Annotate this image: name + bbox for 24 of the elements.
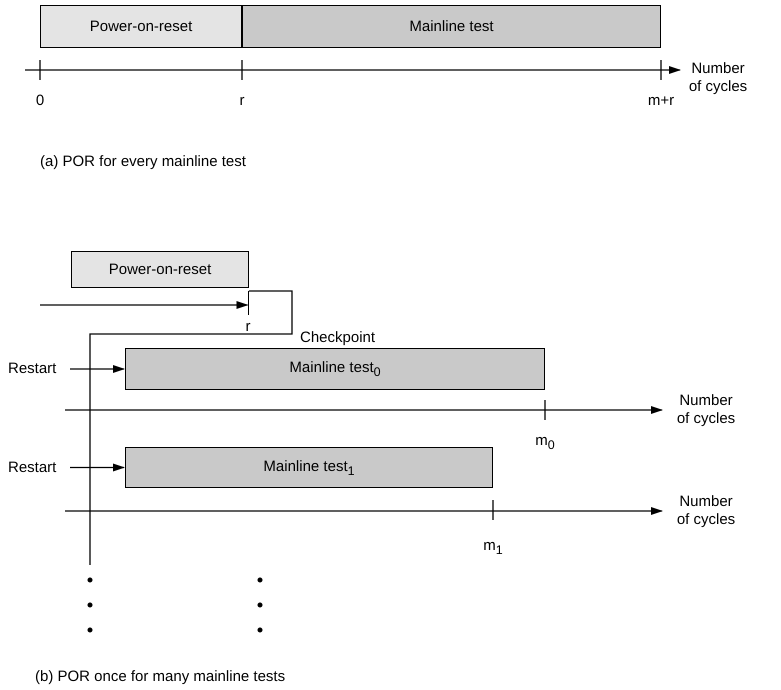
process-bar: Power-on-reset [71,251,249,288]
arrow [70,365,125,373]
edge-label: Checkpoint [300,329,376,347]
caption: (a) POR for every mainline test [40,153,246,171]
tick-label: m+r [648,92,674,110]
arrow [70,464,125,472]
arrow [40,301,248,309]
process-bar: Mainline test$_{1}$ [125,447,493,488]
tick-label: 0 [36,92,44,110]
axis-label: Number of cycles [676,392,736,428]
axis-label: Number of cycles [676,493,736,529]
caption: (b) POR once for many mainline tests [35,668,286,686]
tick-label: m$_{1}$ [483,537,503,559]
process-bar: Mainline test [242,5,661,48]
restart-label: Restart [8,459,78,477]
process-bar: Mainline test$_{0}$ [125,348,545,390]
connector-line [89,290,293,565]
tick-label: m$_{0}$ [535,432,555,454]
tick-label: r [240,92,244,110]
tick-label: r [246,318,250,336]
process-bar: Power-on-reset [40,5,242,48]
restart-label: Restart [8,360,78,378]
tick-mark [248,291,249,315]
axis-label: Number of cycles [688,60,748,96]
